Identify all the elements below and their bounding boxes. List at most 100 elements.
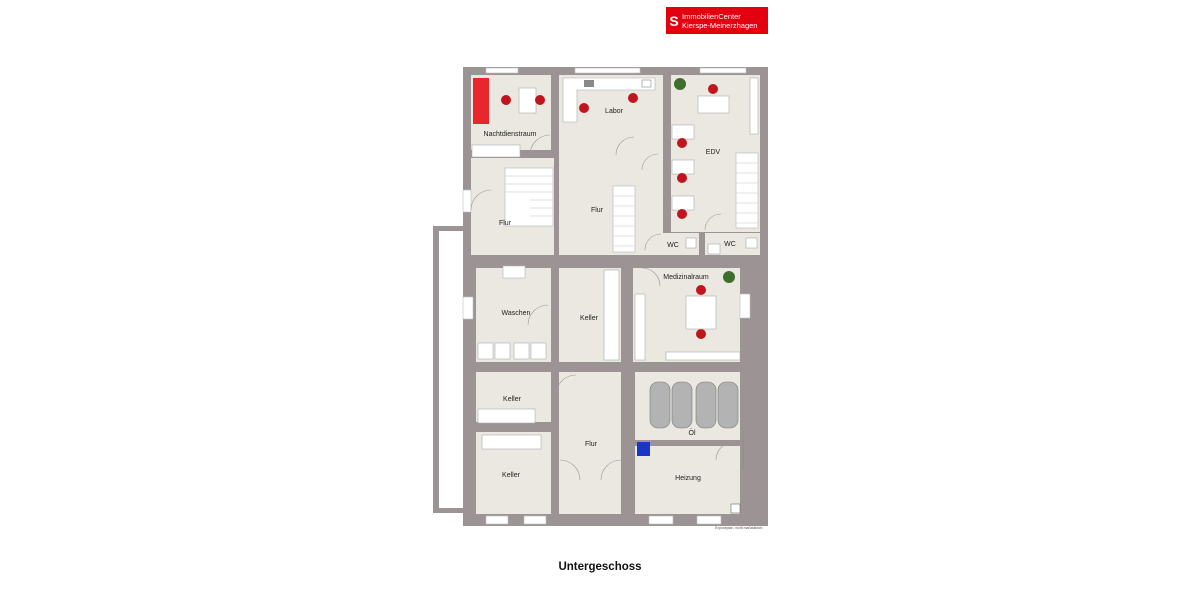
oil-tank — [695, 381, 717, 429]
room-label-flur-lower: Flur — [585, 441, 598, 448]
disclaimer: Exposéplan, nicht maßstäblich — [715, 526, 763, 530]
lab-sink — [584, 80, 594, 87]
lab-sink — [641, 79, 652, 88]
toilet — [685, 237, 697, 249]
door-swing — [641, 153, 659, 171]
desk — [671, 159, 695, 175]
cabinet-vertical — [634, 293, 646, 361]
door-swing — [559, 459, 581, 481]
room-label-heizung: Heizung — [675, 475, 701, 482]
door-swing — [600, 459, 622, 481]
desk — [518, 87, 537, 114]
room-label-wc-2: WC — [724, 241, 736, 248]
desk — [671, 124, 695, 140]
window — [574, 67, 641, 74]
window — [739, 293, 751, 319]
stair-left — [504, 167, 554, 227]
stair-treads — [505, 162, 758, 247]
windows — [462, 67, 751, 525]
shelf — [749, 77, 759, 135]
stair-entry — [502, 265, 526, 279]
brand-text: ImmobilienCenter Kierspe-Meinerzhagen — [682, 12, 757, 30]
door-swing — [615, 136, 635, 156]
washing-machine — [530, 342, 547, 360]
plant-icon — [674, 78, 686, 90]
brand-line-1: ImmobilienCenter — [682, 11, 741, 21]
window — [485, 67, 519, 74]
door-swing — [704, 213, 722, 231]
copyright-note: LBS Bauplanservice/GmbH — [741, 433, 745, 470]
room-label-labor: Labor — [605, 108, 624, 115]
door-swing — [529, 134, 551, 156]
lab-counter — [562, 77, 656, 123]
shelf — [477, 408, 536, 424]
room-label-oel: Öl — [689, 429, 696, 437]
floor-flur-lower — [559, 372, 621, 514]
chair — [677, 209, 687, 219]
boiler-icon — [637, 442, 650, 456]
desk — [697, 95, 730, 114]
floor-wc-1 — [645, 233, 699, 255]
window — [696, 515, 722, 525]
shelf — [603, 269, 620, 361]
room-label-keller-upper: Keller — [503, 396, 522, 403]
door-swing — [641, 267, 661, 287]
room-label-keller-mid: Keller — [580, 315, 599, 322]
floor-heizung — [635, 446, 740, 514]
shelf — [481, 434, 542, 450]
washing-machine — [477, 342, 494, 360]
chair — [535, 95, 545, 105]
sink — [707, 243, 721, 255]
doors — [470, 134, 735, 481]
washing-machine — [494, 342, 511, 360]
door-swing — [715, 441, 735, 461]
chair — [628, 93, 638, 103]
window — [462, 296, 474, 320]
room-label-edv: EDV — [706, 149, 721, 156]
chair — [501, 95, 511, 105]
door-swing — [527, 304, 549, 326]
window — [648, 515, 674, 525]
brand-logo: S ImmobilienCenter Kierspe-Meinerzhagen — [666, 7, 768, 34]
chair — [696, 329, 706, 339]
window — [485, 515, 509, 525]
room-label-flur-left: Flur — [499, 220, 512, 227]
oil-tank — [717, 381, 739, 429]
brand-line-2: Kierspe-Meinerzhagen — [682, 20, 758, 30]
door-swing — [644, 233, 662, 251]
chair — [579, 103, 589, 113]
oil-tank — [649, 381, 671, 429]
stair-mid — [612, 185, 636, 253]
chair — [708, 84, 718, 94]
exam-table — [685, 295, 717, 330]
cabinet-row — [665, 351, 741, 361]
window — [523, 515, 547, 525]
room-label-flur-mid: Flur — [591, 207, 604, 214]
window — [462, 189, 472, 213]
bed — [473, 78, 489, 124]
floor-flur-mid-ext — [641, 157, 663, 255]
retaining-wall-top — [433, 226, 463, 231]
chair — [677, 138, 687, 148]
plant-icon — [723, 271, 735, 283]
room-label-nachtdienstraum: Nachtdienstraum — [484, 131, 537, 138]
chair — [677, 173, 687, 183]
retaining-wall-vertical — [433, 226, 439, 513]
window — [699, 67, 747, 74]
sparkasse-s-icon: S — [669, 12, 679, 29]
stair-edv — [735, 152, 759, 229]
toilet — [745, 237, 758, 249]
desk — [671, 195, 695, 211]
cabinet — [471, 144, 521, 158]
room-label-waschen: Waschen — [502, 310, 531, 317]
door-swing — [470, 189, 492, 211]
chair — [696, 285, 706, 295]
room-label-medizinalraum: Medizinalraum — [663, 274, 709, 281]
washing-machine — [513, 342, 530, 360]
floor-title: Untergeschoss — [558, 561, 642, 573]
stairs — [502, 152, 759, 279]
retaining-wall-bottom — [433, 508, 463, 513]
room-label-keller-lower: Keller — [502, 472, 521, 479]
vent — [730, 503, 741, 514]
